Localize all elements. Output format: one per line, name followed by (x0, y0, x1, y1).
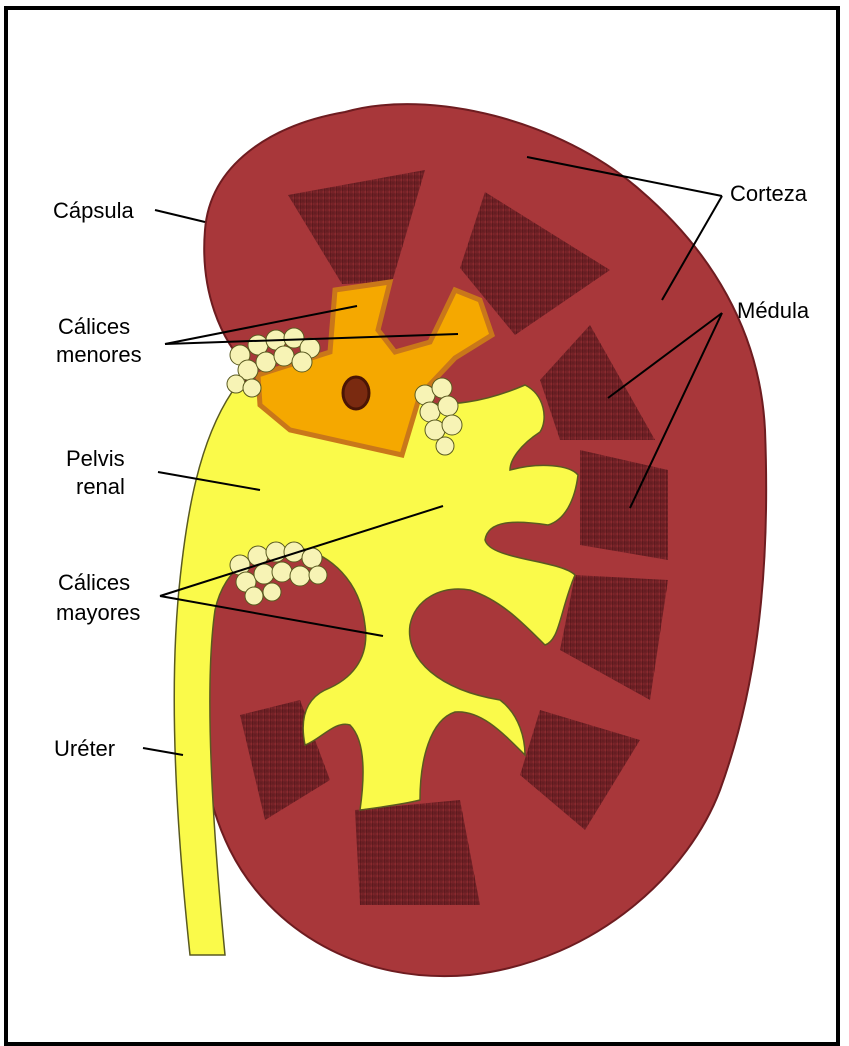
calyx-opening (343, 377, 369, 409)
label-capsula: Cápsula (53, 198, 134, 223)
label-medula: Médula (737, 298, 810, 323)
label-calices-mayores-1: Cálices (58, 570, 130, 595)
label-ureter: Uréter (54, 736, 115, 761)
label-pelvis-2: renal (76, 474, 125, 499)
label-calices-mayores-2: mayores (56, 600, 140, 625)
label-calices-menores-1: Cálices (58, 314, 130, 339)
label-calices-menores-2: menores (56, 342, 142, 367)
label-pelvis-1: Pelvis (66, 446, 125, 471)
label-corteza: Corteza (730, 181, 808, 206)
